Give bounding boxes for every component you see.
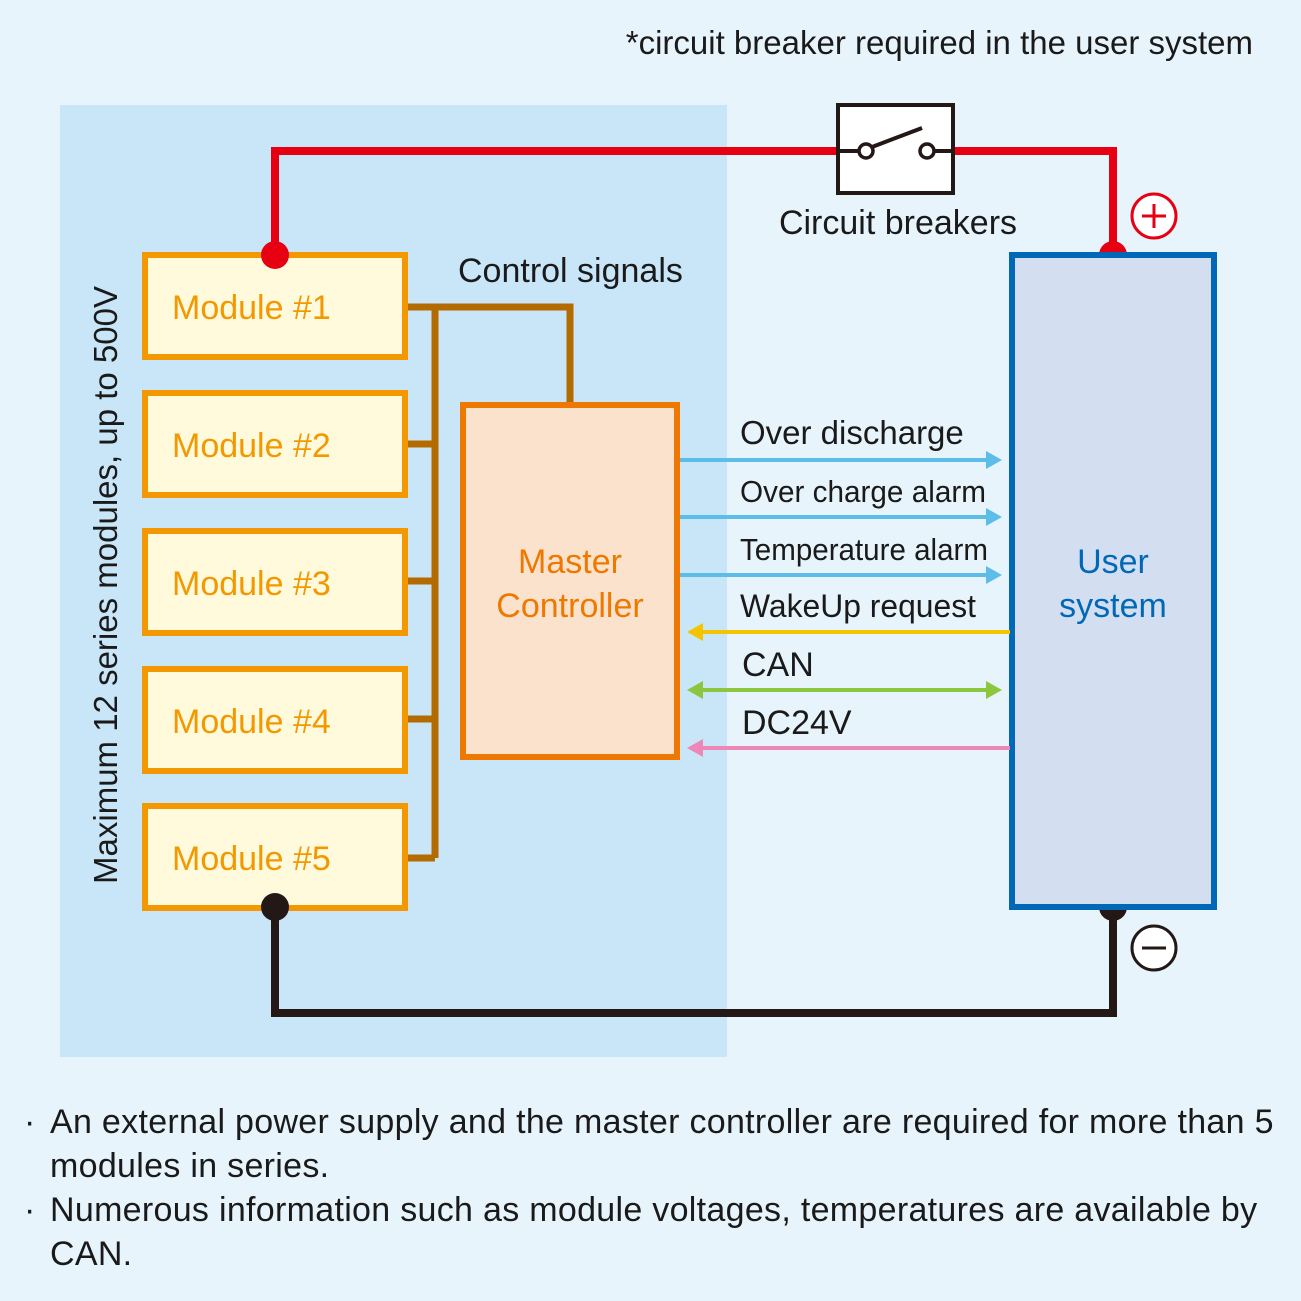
header-note: *circuit breaker required in the user sy… [626, 24, 1253, 61]
positive-terminal-dot [261, 241, 289, 269]
module-label: Module #5 [172, 840, 331, 878]
module-label: Module #2 [172, 427, 331, 465]
circuit-breaker-label: Circuit breakers [779, 204, 1017, 242]
note-text: An external power supply and the master … [50, 1103, 1274, 1185]
user-system-line2: system [1059, 587, 1167, 625]
module-2: Module #2 [142, 390, 408, 498]
notes: · An external power supply and the maste… [24, 1100, 1284, 1276]
note-item: · An external power supply and the maste… [24, 1100, 1284, 1188]
signal-label: Temperature alarm [740, 532, 988, 567]
signal-label: WakeUp request [740, 588, 976, 624]
minus-terminal-icon [1130, 924, 1178, 972]
module-label: Module #3 [172, 565, 331, 603]
signal-temperature-alarm: Temperature alarm [680, 532, 1002, 584]
module-label: Module #1 [172, 289, 331, 327]
signal-over-discharge: Over discharge [680, 414, 1002, 469]
vertical-label: Maximum 12 series modules, up to 500V [87, 286, 124, 884]
negative-terminal-dot [261, 893, 289, 921]
system-diagram: *circuit breaker required in the user sy… [60, 24, 1253, 1057]
module-3: Module #3 [142, 528, 408, 636]
signal-label: DC24V [742, 704, 852, 742]
control-signal-bus [406, 303, 574, 862]
module-5: Module #5 [142, 803, 408, 911]
signal-label: Over charge alarm [740, 474, 986, 509]
negative-line [271, 907, 1117, 1017]
circuit-breaker [836, 103, 955, 195]
signal-label: CAN [742, 646, 814, 684]
user-system-line1: User [1077, 543, 1149, 581]
master-controller-line1: Master [518, 543, 622, 581]
signal-label: Over discharge [740, 414, 964, 451]
control-signals-label: Control signals [458, 252, 683, 290]
plus-terminal-icon [1130, 192, 1178, 240]
signal-can: CAN [687, 646, 1002, 699]
note-bullet: · [24, 1191, 36, 1229]
user-system: User system [1009, 252, 1217, 910]
note-bullet: · [24, 1103, 36, 1141]
module-1: Module #1 [142, 252, 408, 360]
note-item: · Numerous information such as module vo… [24, 1188, 1284, 1276]
master-controller-line2: Controller [496, 587, 643, 625]
positive-line [271, 147, 1117, 255]
module-label: Module #4 [172, 703, 331, 741]
signal-over-charge-alarm: Over charge alarm [680, 474, 1002, 526]
note-text: Numerous information such as module volt… [50, 1191, 1258, 1273]
master-controller: Master Controller [460, 402, 680, 760]
signal-dc24v: DC24V [687, 704, 1010, 757]
module-4: Module #4 [142, 666, 408, 774]
signal-wakeup-request: WakeUp request [687, 588, 1010, 641]
